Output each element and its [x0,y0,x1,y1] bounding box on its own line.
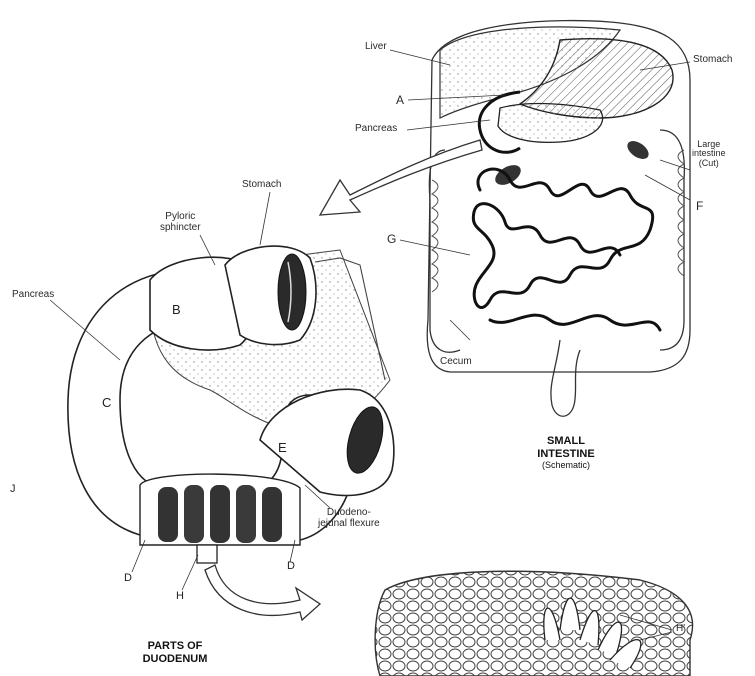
stomach-opening [278,254,306,330]
label-h: H [176,590,184,602]
rectum-tail [551,340,580,416]
label-a: A [396,94,404,107]
label-liver: Liver [365,42,387,53]
label-d-right: D [287,560,295,572]
caption-duodenum-line1: PARTS OF [148,640,203,652]
caption-small-subtitle: (Schematic) [506,460,626,470]
label-pyloric-sphincter: Pyloric sphincter [160,212,201,233]
villi-illustration [375,571,692,676]
mucosal-folds [158,485,282,543]
label-pancreas-top: Pancreas [355,124,397,135]
label-j: J [10,484,16,496]
label-large-intestine: Large intestine (Cut) [692,140,726,168]
caption-duodenum-line2: DUODENUM [143,653,208,665]
label-b: B [172,302,181,317]
label-h-prime: H' [676,624,685,635]
label-duodenojejunal-flexure: Duodeno- jejunal flexure [318,508,380,529]
duodenum-illustration [50,192,394,590]
label-pancreas-left: Pancreas [12,290,54,301]
label-cecum: Cecum [440,357,472,368]
label-f: F [696,200,703,213]
label-stomach-top: Stomach [693,55,732,66]
pancreas-shape [498,104,603,143]
coiled-intestine [473,169,660,330]
label-d-left: D [124,572,132,584]
label-c: C [102,395,111,410]
caption-small-intestine: SMALL INTESTINE (Schematic) [506,435,626,471]
label-stomach-left: Stomach [242,180,281,191]
cut-end-right [624,137,652,162]
caption-small-line2: INTESTINE [537,448,594,460]
label-g: G [387,233,396,246]
magnify-arrow [205,565,320,620]
magnified-region-box [197,545,217,563]
caption-duodenum: PARTS OF DUODENUM [115,640,235,665]
small-intestine-illustration [390,21,690,417]
caption-small-line1: SMALL [547,435,585,447]
connector-arrow [320,140,482,215]
label-e: E [278,440,287,455]
mucosa-surface [375,571,692,676]
